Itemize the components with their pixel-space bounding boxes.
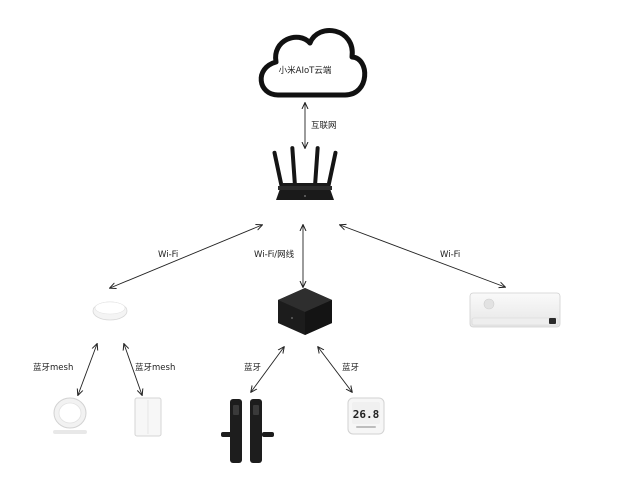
thermometer-display: 26.8 — [353, 408, 380, 421]
cloud-label: 小米AIoT云端 — [279, 65, 332, 76]
mesh-gateway-icon — [92, 301, 128, 321]
link-hub-thermometer — [318, 347, 352, 392]
label-wifi-left: Wi-Fi — [158, 250, 178, 260]
link-hub-lock — [251, 347, 284, 392]
label-mesh-left: 蓝牙mesh — [33, 362, 73, 373]
wall-switch-icon — [134, 397, 162, 437]
cloud-icon — [258, 28, 368, 98]
router-icon — [272, 146, 338, 200]
link-router-ac — [340, 225, 505, 287]
smart-lock-icon — [221, 399, 274, 463]
label-wifi-right: Wi-Fi — [440, 250, 460, 260]
label-mesh-right: 蓝牙mesh — [135, 362, 175, 373]
thermometer-icon: 26.8 — [347, 397, 385, 435]
connections — [78, 103, 505, 395]
cloud-node: 小米AIoT云端 — [258, 28, 368, 98]
link-mesh-light — [78, 344, 97, 395]
label-wifi-center: Wi-Fi/网线 — [254, 249, 295, 260]
label-bt-right: 蓝牙 — [342, 362, 359, 373]
link-mesh-switch — [124, 344, 142, 395]
hub-gateway-icon — [278, 288, 332, 335]
label-bt-left: 蓝牙 — [244, 362, 261, 373]
label-internet: 互联网 — [311, 121, 337, 131]
link-router-mesh-gateway — [110, 225, 262, 288]
air-conditioner-icon — [469, 292, 561, 328]
downlight-icon — [53, 397, 87, 434]
